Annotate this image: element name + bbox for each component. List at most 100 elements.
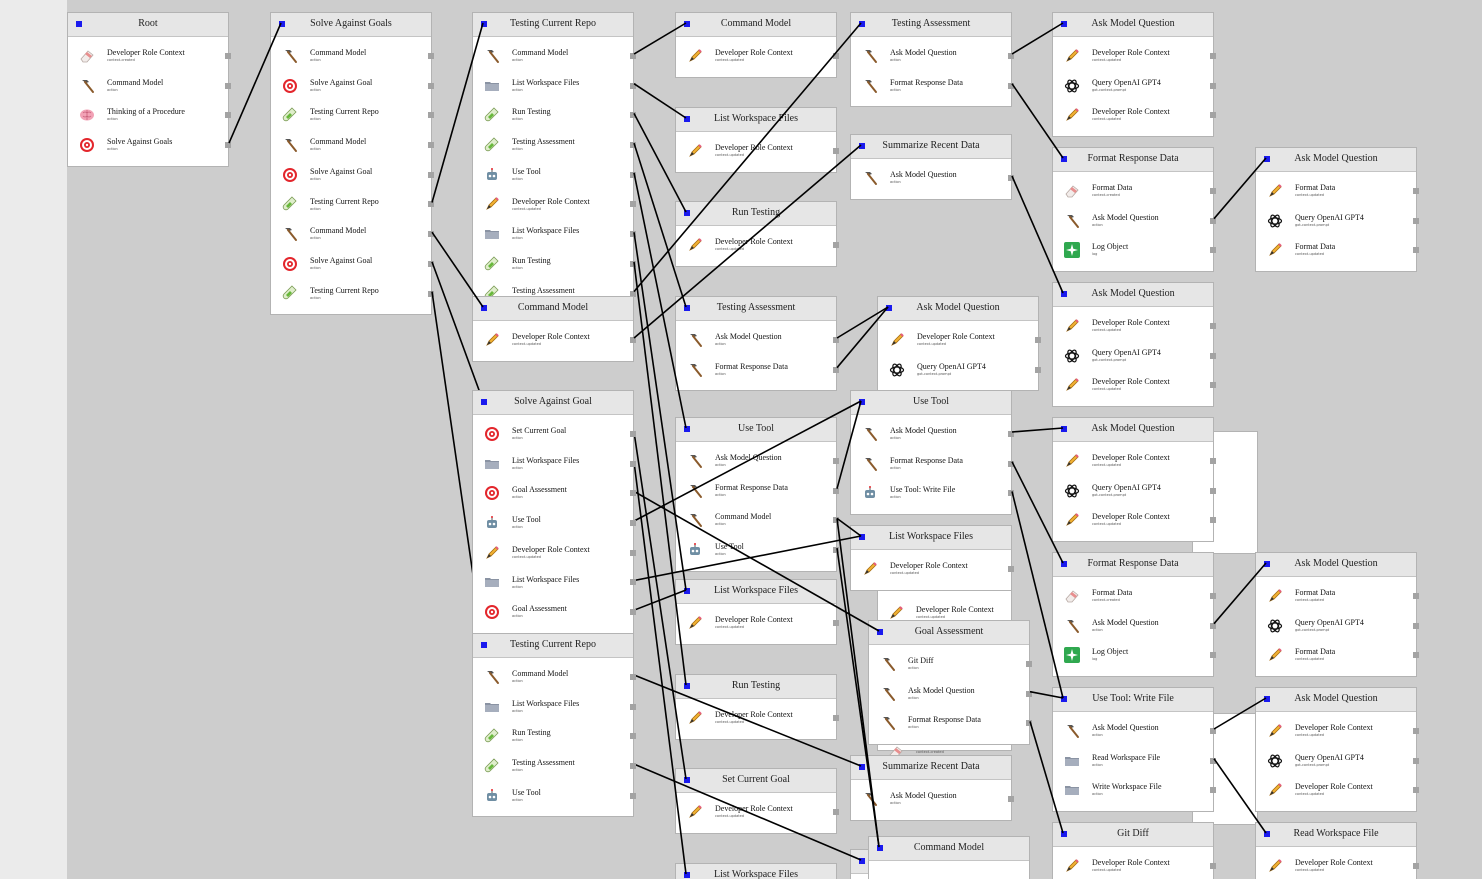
output-port[interactable]: [833, 547, 839, 554]
output-port[interactable]: [630, 260, 636, 267]
input-port[interactable]: [684, 21, 690, 27]
output-port[interactable]: [1035, 366, 1041, 373]
input-port[interactable]: [684, 683, 690, 689]
output-port[interactable]: [833, 53, 839, 59]
flow-node-cm3[interactable]: Command Model: [868, 836, 1030, 879]
input-port[interactable]: [859, 143, 865, 149]
output-port[interactable]: [225, 142, 231, 149]
output-port[interactable]: [1413, 247, 1419, 254]
input-port[interactable]: [1264, 561, 1270, 567]
input-port[interactable]: [684, 777, 690, 783]
node-header[interactable]: Testing Current Repo: [473, 13, 633, 37]
output-port[interactable]: [630, 703, 636, 710]
output-port[interactable]: [833, 487, 839, 494]
output-port[interactable]: [225, 112, 231, 119]
input-port[interactable]: [684, 588, 690, 594]
input-port[interactable]: [859, 858, 865, 864]
output-port[interactable]: [630, 82, 636, 89]
output-port[interactable]: [1008, 53, 1014, 59]
output-port[interactable]: [630, 290, 636, 297]
node-header[interactable]: Ask Model Question: [1256, 148, 1416, 172]
node-header[interactable]: Testing Assessment: [851, 13, 1011, 37]
node-header[interactable]: Read Workspace File: [1256, 823, 1416, 847]
output-port[interactable]: [1210, 112, 1216, 119]
output-port[interactable]: [1008, 431, 1014, 437]
node-header[interactable]: Ask Model Question: [878, 297, 1038, 321]
output-port[interactable]: [1210, 652, 1216, 659]
node-header[interactable]: Solve Against Goals: [271, 13, 431, 37]
output-port[interactable]: [428, 112, 434, 119]
output-port[interactable]: [1026, 661, 1032, 667]
node-header[interactable]: Root: [68, 13, 228, 37]
output-port[interactable]: [630, 733, 636, 740]
output-port[interactable]: [1210, 352, 1216, 359]
output-port[interactable]: [1210, 593, 1216, 599]
output-port[interactable]: [1210, 458, 1216, 464]
output-port[interactable]: [833, 242, 839, 248]
output-port[interactable]: [1210, 53, 1216, 59]
output-port[interactable]: [833, 517, 839, 524]
output-port[interactable]: [833, 458, 839, 464]
output-port[interactable]: [225, 53, 231, 59]
output-port[interactable]: [225, 82, 231, 89]
output-port[interactable]: [833, 620, 839, 626]
output-port[interactable]: [833, 337, 839, 343]
output-port[interactable]: [1008, 460, 1014, 467]
node-header[interactable]: Summarize Recent Data: [851, 135, 1011, 159]
output-port[interactable]: [1413, 217, 1419, 224]
node-header[interactable]: Command Model: [676, 13, 836, 37]
output-port[interactable]: [630, 490, 636, 497]
node-header[interactable]: Goal Assessment: [869, 621, 1029, 645]
output-port[interactable]: [1413, 787, 1419, 794]
